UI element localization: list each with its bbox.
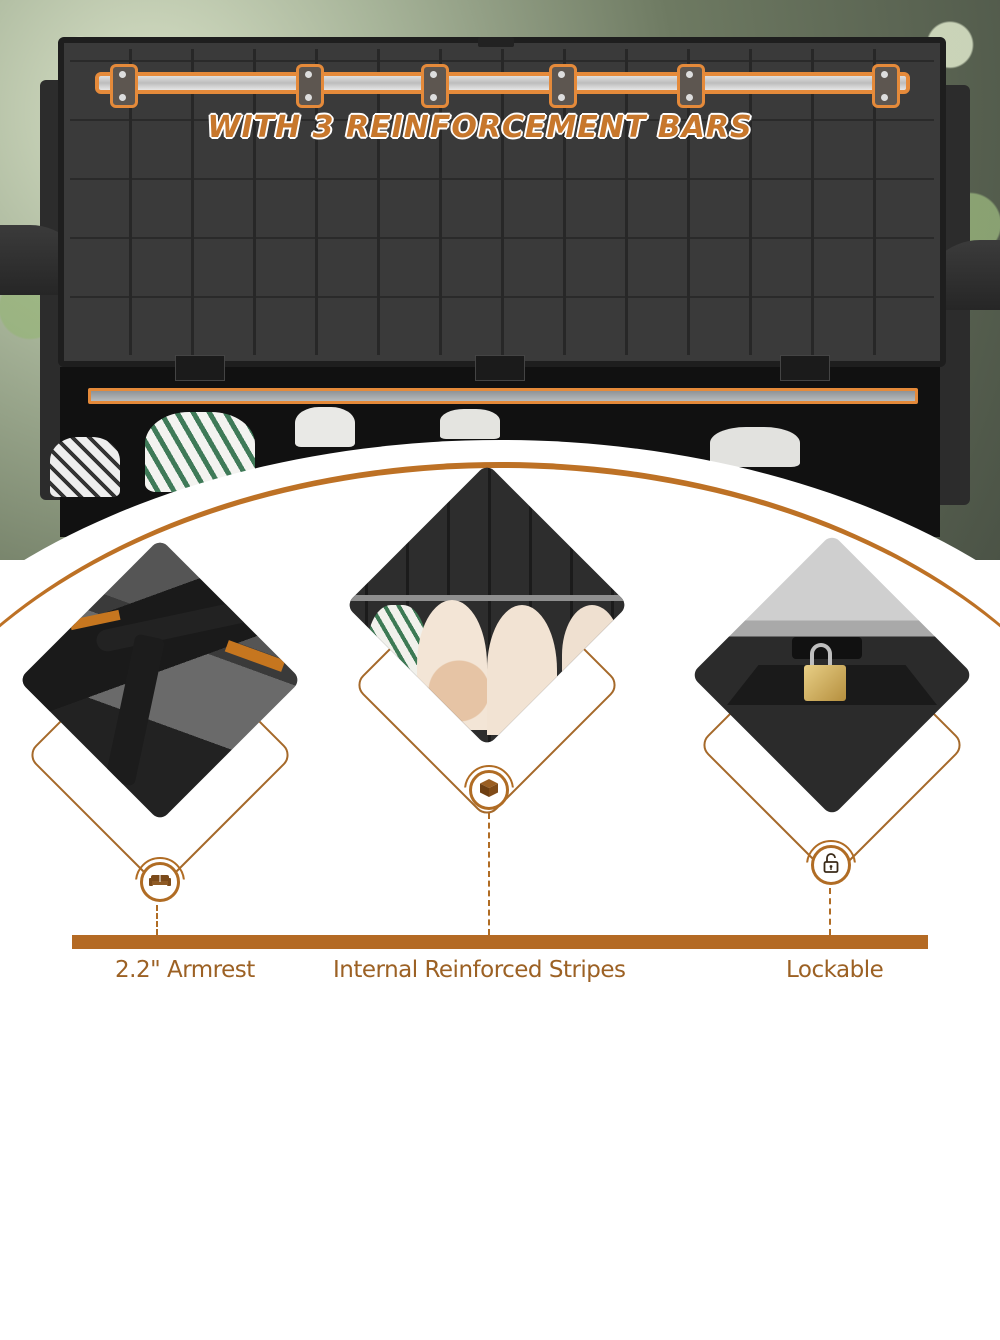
lid-rib-grid: [70, 49, 934, 355]
connector-line: [488, 813, 492, 935]
box-icon: [479, 778, 499, 803]
pillow-white: [710, 427, 800, 467]
sofa-icon: [149, 872, 171, 893]
hinge: [780, 355, 830, 381]
feature-label-lockable: Lockable: [786, 957, 884, 983]
reinforcement-bar-top: [95, 72, 910, 94]
connector-line: [829, 888, 833, 935]
feature-badge-lockable: [811, 845, 851, 885]
pillow-leaf-print: [50, 437, 120, 497]
feature-badge-stripes: [469, 770, 509, 810]
pillow-white: [295, 407, 355, 447]
bar-bracket: [110, 64, 138, 108]
bar-bracket: [677, 64, 705, 108]
feature-label-armrest: 2.2" Armrest: [115, 957, 255, 983]
accent-arc: [0, 462, 1000, 1322]
bar-bracket: [296, 64, 324, 108]
bar-bracket: [421, 64, 449, 108]
feature-badge-armrest: [140, 862, 180, 902]
hinge: [175, 355, 225, 381]
feature-label-stripes: Internal Reinforced Stripes: [333, 957, 626, 983]
pillow-white: [440, 409, 500, 439]
bar-bracket: [549, 64, 577, 108]
connector-line: [156, 905, 160, 935]
lid-latch: [478, 37, 514, 47]
timeline-bar: [72, 935, 928, 949]
headline: WITH 3 REINFORCEMENT BARS: [207, 110, 753, 145]
unlocked-padlock-icon: [823, 852, 839, 878]
reinforcement-bar-bottom: [88, 388, 918, 404]
bar-bracket: [872, 64, 900, 108]
hinge: [475, 355, 525, 381]
